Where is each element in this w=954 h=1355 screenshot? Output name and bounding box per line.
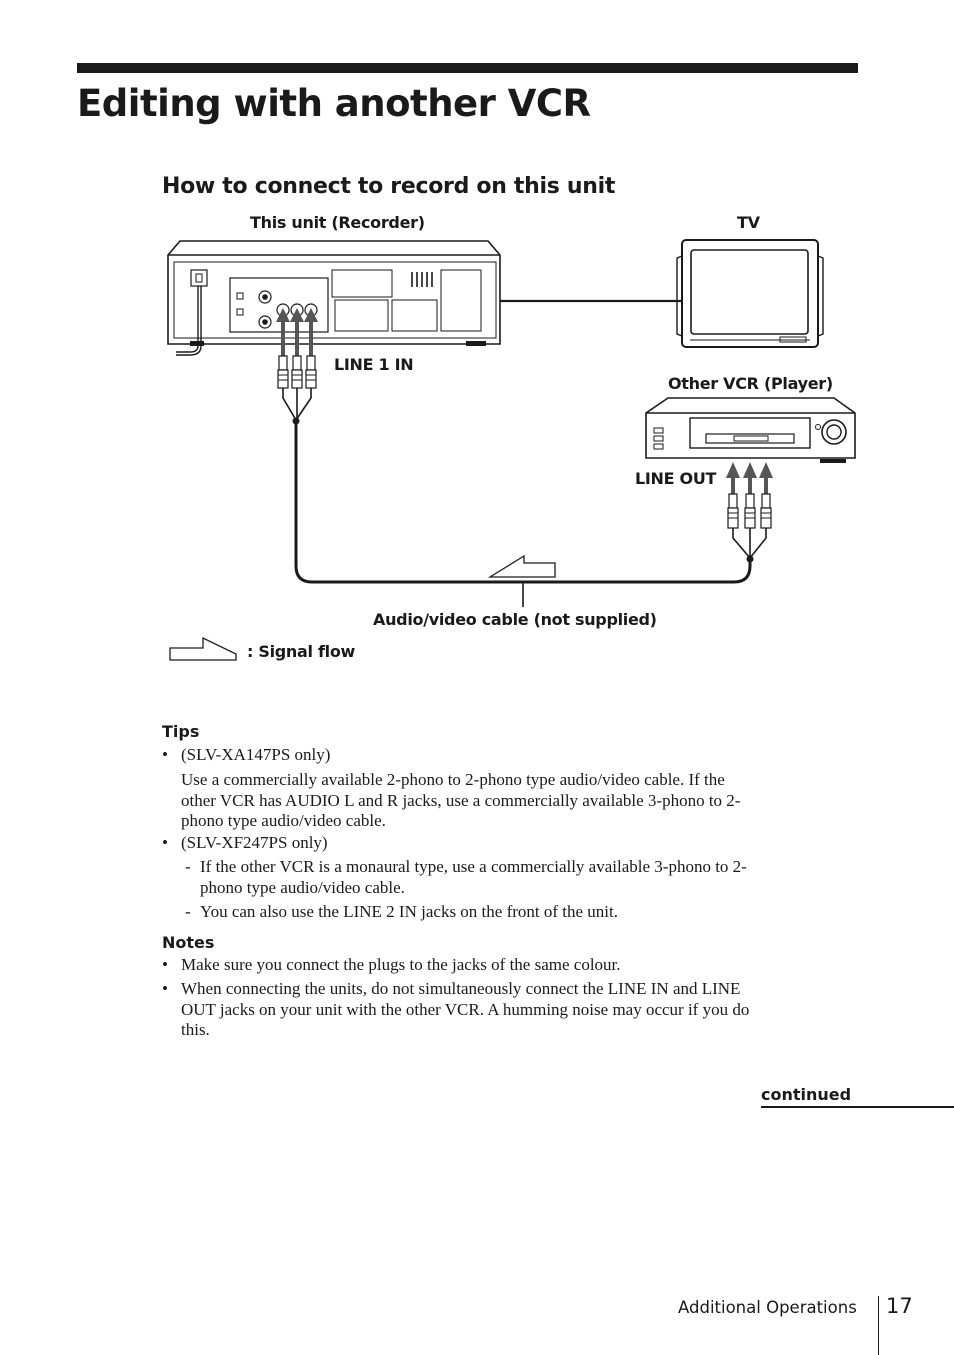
- tips-item2-sub2: You can also use the LINE 2 IN jacks on …: [200, 902, 618, 921]
- tips-item2-model: (SLV-XF247PS only): [181, 833, 328, 852]
- line1-in-label: LINE 1 IN: [334, 355, 414, 374]
- player-vcr-illustration: [645, 397, 856, 463]
- footer-divider: [878, 1296, 879, 1355]
- tips-bullet-2: •: [162, 833, 168, 852]
- notes-bullet-1: •: [162, 955, 168, 974]
- tips-item1-line: Use a commercially available 2-phono to …: [181, 770, 725, 789]
- line-out-plugs: [726, 462, 773, 563]
- signal-flow-arrow: [487, 554, 556, 578]
- line1-in-plugs: [276, 308, 318, 425]
- page-number: 17: [886, 1294, 913, 1318]
- tips-item1-model: (SLV-XA147PS only): [181, 745, 331, 764]
- tv-illustration: [676, 239, 824, 348]
- section-title: How to connect to record on this unit: [162, 174, 616, 199]
- notes-heading: Notes: [162, 933, 215, 952]
- continued-rule: [761, 1106, 954, 1108]
- tips-bullet-1: •: [162, 745, 168, 764]
- tips-dash-1: -: [185, 857, 191, 876]
- continued-label: continued: [761, 1085, 852, 1104]
- tips-item1-line: other VCR has AUDIO L and R jacks, use a…: [181, 790, 741, 810]
- footer-section-name: Additional Operations: [678, 1298, 857, 1317]
- legend-arrow-icon: [169, 636, 237, 661]
- notes-item2: When connecting the units, do not simult…: [181, 979, 749, 1041]
- notes-item2-line: this.: [181, 1020, 210, 1039]
- recorder-vcr-illustration: [167, 240, 501, 356]
- tips-heading: Tips: [162, 722, 200, 741]
- cable-label: Audio/video cable (not supplied): [373, 610, 657, 629]
- notes-bullet-2: •: [162, 979, 168, 998]
- recorder-label: This unit (Recorder): [250, 213, 425, 232]
- line-out-label: LINE OUT: [635, 469, 717, 488]
- notes-item2-line: OUT jacks on your unit with the other VC…: [181, 999, 750, 1019]
- connection-diagram: [167, 239, 856, 661]
- notes-item2-line: When connecting the units, do not simult…: [181, 979, 741, 998]
- tips-item2-sub1: If the other VCR is a monaural type, use…: [200, 857, 747, 898]
- tv-label: TV: [737, 213, 760, 232]
- tips-dash-2: -: [185, 902, 191, 921]
- tips-item2-sub1-line: phono type audio/video cable.: [200, 877, 405, 897]
- tips-item2-sub1-line: If the other VCR is a monaural type, use…: [200, 857, 747, 876]
- page-title: Editing with another VCR: [77, 82, 591, 125]
- notes-item1: Make sure you connect the plugs to the j…: [181, 955, 621, 974]
- tips-item1-line: phono type audio/video cable.: [181, 811, 386, 830]
- tips-item1-text: Use a commercially available 2-phono to …: [181, 770, 740, 832]
- player-label: Other VCR (Player): [668, 374, 833, 393]
- legend-label: : Signal flow: [247, 642, 355, 661]
- title-rule: [77, 63, 858, 73]
